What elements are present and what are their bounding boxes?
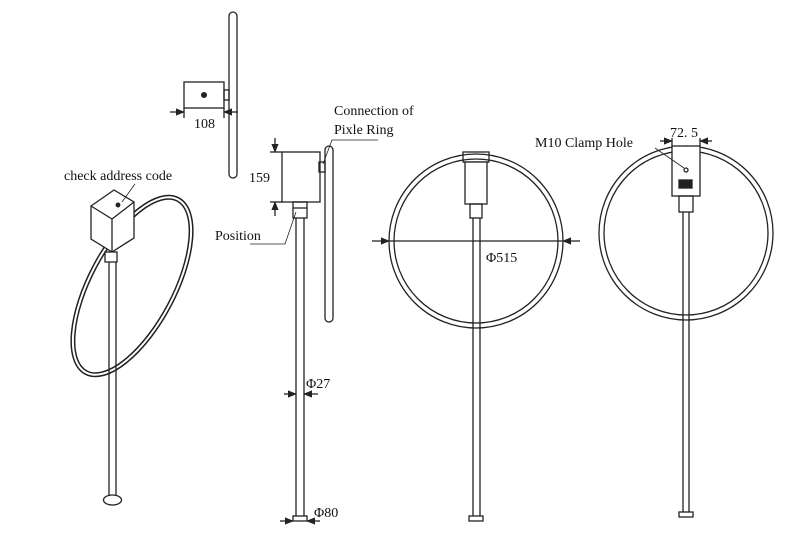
back-collar [678,195,694,213]
side-view-connector [318,161,326,173]
connection-label-line1: Connection of [334,104,414,119]
perspective-view [70,183,194,506]
dim-72-5-label: 72. 5 [670,126,698,141]
front-base [468,515,484,522]
dim-108-label: 108 [194,117,215,132]
position-leader [250,211,297,245]
top-view-ring-edge [228,11,238,179]
back-view [598,137,774,518]
side-view-ring-edge [324,145,334,323]
connection-label-line2: Pixle Ring [334,123,394,138]
perspective-address-dot [115,202,121,208]
dim-80-label: Φ80 [314,506,338,521]
front-collar [469,203,483,219]
check-address-leader [121,183,136,203]
perspective-collar [104,251,118,263]
clamp-hole-label: M10 Clamp Hole [535,136,633,151]
dim-515-label: Φ515 [486,251,517,266]
front-box [464,161,488,205]
back-label-plate [678,179,693,189]
side-view [250,138,378,525]
top-view-hole [200,91,208,99]
back-clamp-hole [683,167,689,173]
perspective-base [102,494,123,506]
back-base [678,511,694,518]
clamp-hole-leader [654,147,685,169]
dim-27-label: Φ27 [306,377,330,392]
side-view-collar [292,201,308,219]
side-view-base [292,515,308,522]
connection-leader [322,139,378,165]
top-view [170,11,238,179]
top-view-connector [223,89,230,101]
position-label: Position [215,229,261,244]
front-view [372,151,580,522]
dim-159-label: 159 [249,171,270,186]
side-view-box [281,151,321,203]
perspective-ring-inner [71,196,193,376]
check-address-label: check address code [64,169,172,184]
perspective-box-edges [90,201,135,252]
